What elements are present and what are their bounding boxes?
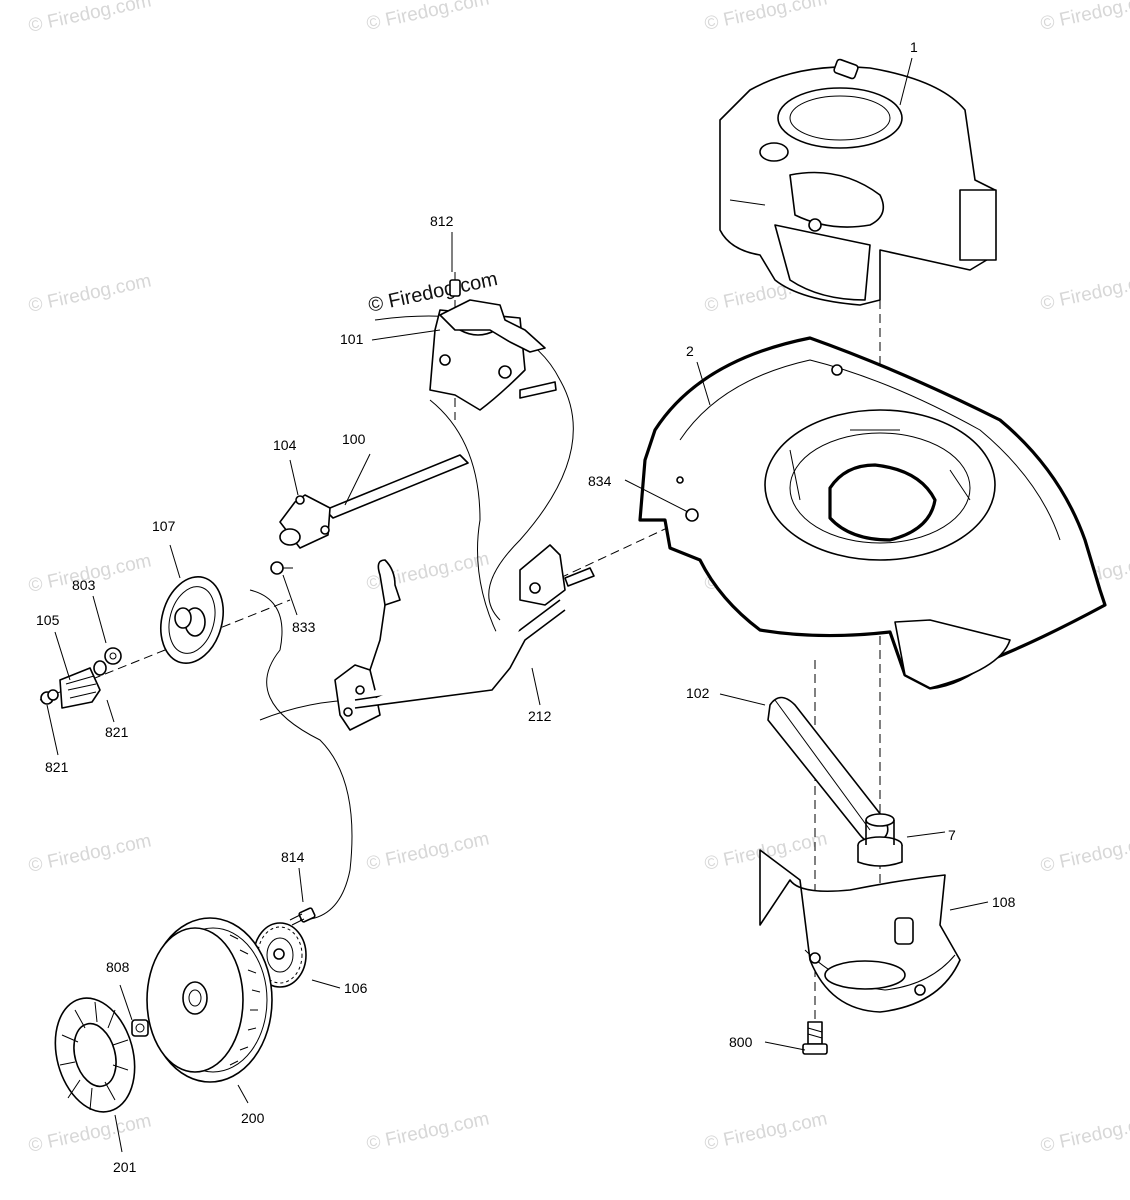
hubcap-icon xyxy=(54,997,136,1113)
callout-107: 107 xyxy=(152,518,176,534)
callout-833: 833 xyxy=(292,619,316,635)
callout-812: 812 xyxy=(430,213,454,229)
watermark: © Firedog.com xyxy=(27,0,154,37)
callout-7: 7 xyxy=(948,827,956,843)
mower-deck-icon xyxy=(638,336,1107,690)
callout-201: 201 xyxy=(113,1159,137,1175)
screw-icon xyxy=(289,907,316,926)
callout-106: 106 xyxy=(344,980,368,996)
watermark: © Firedog.com xyxy=(1039,268,1130,315)
watermark: © Firedog.com xyxy=(703,1108,830,1155)
watermark: © Firedog.com xyxy=(27,830,154,877)
callout-800: 800 xyxy=(729,1034,753,1050)
bolt-icon xyxy=(802,1021,828,1055)
washer-icon xyxy=(104,647,122,665)
callout-814: 814 xyxy=(281,849,305,865)
watermark: © Firedog.com xyxy=(365,0,492,35)
callout-803: 803 xyxy=(72,577,96,593)
drive-lever-icon xyxy=(334,544,595,731)
watermark: © Firedog.com xyxy=(365,828,492,875)
callout-100: 100 xyxy=(342,431,366,447)
leader-lines xyxy=(46,57,989,1153)
engine-icon xyxy=(719,58,997,306)
clip-icon xyxy=(40,689,59,705)
watermark: © Firedog.com xyxy=(365,1108,492,1155)
callout-101: 101 xyxy=(340,331,364,347)
callout-1: 1 xyxy=(910,39,918,55)
callout-808: 808 xyxy=(106,959,130,975)
callout-200: 200 xyxy=(241,1110,265,1126)
callout-821b: 821 xyxy=(45,759,69,775)
callout-212: 212 xyxy=(528,708,552,724)
callout-104: 104 xyxy=(273,437,297,453)
callout-2: 2 xyxy=(686,343,694,359)
nut-icon xyxy=(131,1019,149,1037)
bracket-icon xyxy=(439,299,546,353)
pinion-gear-icon xyxy=(59,667,101,709)
watermark: © Firedog.com xyxy=(27,1110,154,1157)
watermark: © Firedog.com xyxy=(1039,0,1130,35)
baffle-icon xyxy=(759,849,961,1013)
blade-adapter-icon xyxy=(857,813,903,867)
bearing-bracket-icon xyxy=(279,494,331,549)
callout-821a: 821 xyxy=(105,724,129,740)
screw-icon xyxy=(270,561,293,575)
watermark: © Firedog.com xyxy=(703,0,830,35)
callouts: 1 2 7 100 101 102 104 105 106 107 108 20… xyxy=(36,39,1016,1175)
wheel-icon xyxy=(146,917,273,1083)
watermark: © Firedog.com xyxy=(27,270,154,317)
screw-icon xyxy=(449,279,461,297)
watermark: © Firedog.com xyxy=(1039,830,1130,877)
spacer-icon xyxy=(93,660,107,676)
callout-108: 108 xyxy=(992,894,1016,910)
pulley-icon xyxy=(160,575,224,665)
watermark: © Firedog.com xyxy=(1039,1110,1130,1157)
callout-102: 102 xyxy=(686,685,710,701)
callout-834: 834 xyxy=(588,473,612,489)
callout-105: 105 xyxy=(36,612,60,628)
